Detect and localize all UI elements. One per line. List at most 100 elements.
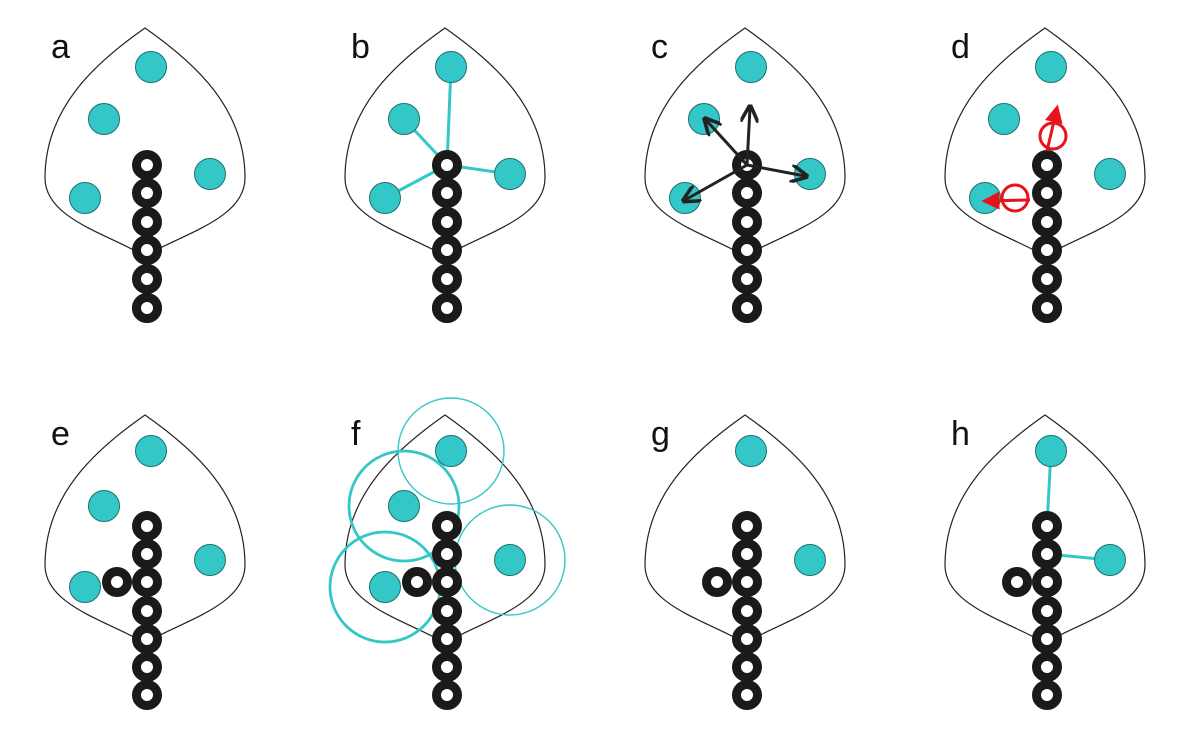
vein-node [732, 178, 762, 208]
vein-node [1002, 567, 1032, 597]
vein-node [1032, 235, 1062, 265]
vein-node [132, 539, 162, 569]
vein-node [702, 567, 732, 597]
attractor-point [735, 435, 767, 467]
vein-node [432, 680, 462, 710]
attractor-point [69, 571, 101, 603]
panel-label: e [51, 415, 70, 453]
vein-node [432, 539, 462, 569]
vein-node [1032, 178, 1062, 208]
panel-d: d [944, 27, 1146, 323]
vein-node [102, 567, 132, 597]
panel-label: g [651, 415, 670, 453]
vein-node [132, 624, 162, 654]
vein-node [432, 150, 462, 180]
vein-node [132, 596, 162, 626]
vein-node [1032, 207, 1062, 237]
attractor-point [135, 51, 167, 83]
vein-node [732, 264, 762, 294]
panel-label: h [951, 415, 970, 453]
panel-b: b [344, 27, 546, 323]
attractor-point [388, 490, 420, 522]
vein-node [732, 652, 762, 682]
attractor-point [435, 51, 467, 83]
vein-node [432, 624, 462, 654]
panel-f: f [328, 397, 566, 710]
direction-arrow [685, 163, 748, 200]
attractor-point [1035, 51, 1067, 83]
vein-node [132, 567, 162, 597]
vein-node [432, 235, 462, 265]
vein-node [132, 680, 162, 710]
direction-arrow [746, 163, 805, 176]
attractor-point [494, 544, 526, 576]
panel-label: f [351, 415, 361, 453]
direction-arrow [706, 120, 749, 167]
vein-node [732, 235, 762, 265]
attractor-point [988, 103, 1020, 135]
panel-label: c [651, 28, 668, 66]
vein-node [1032, 293, 1062, 323]
vein-node [1032, 652, 1062, 682]
vein-node [432, 264, 462, 294]
attractor-point [1035, 435, 1067, 467]
attractor-point [88, 490, 120, 522]
vein-node [432, 652, 462, 682]
attractor-point [369, 182, 401, 214]
attractor-point [794, 544, 826, 576]
vein-node [432, 567, 462, 597]
direction-arrow [747, 108, 750, 166]
association-line [445, 66, 453, 166]
vein-node [732, 596, 762, 626]
new-node-vector [1044, 104, 1063, 152]
new-node-marker [1000, 183, 1030, 213]
attractor-point [1094, 544, 1126, 576]
panel-label: d [951, 28, 970, 66]
vein-node [432, 596, 462, 626]
attractor-point [135, 435, 167, 467]
vein-node [1032, 264, 1062, 294]
kill-zone-circle [347, 449, 461, 563]
attractor-point [388, 103, 420, 135]
attractor-point [69, 182, 101, 214]
vein-node [1032, 596, 1062, 626]
new-node-vector [981, 191, 1031, 210]
vein-node [432, 207, 462, 237]
vein-node [432, 511, 462, 541]
attractor-point [1094, 158, 1126, 190]
vein-node [132, 293, 162, 323]
vein-node [732, 539, 762, 569]
vein-node [732, 680, 762, 710]
vein-node [1032, 511, 1062, 541]
vein-node [132, 264, 162, 294]
panel-a: a [44, 27, 246, 323]
vein-node [732, 567, 762, 597]
vein-node [132, 207, 162, 237]
attractor-point [88, 103, 120, 135]
attractor-point [735, 51, 767, 83]
attractor-point [369, 571, 401, 603]
panel-e: e [44, 414, 246, 710]
vein-node [1032, 150, 1062, 180]
attractor-point [969, 182, 1001, 214]
vein-node [132, 150, 162, 180]
attractor-point [194, 544, 226, 576]
vein-node [432, 178, 462, 208]
panel-label: a [51, 28, 70, 66]
vein-node [132, 511, 162, 541]
attractor-point [669, 182, 701, 214]
vein-node [1032, 567, 1062, 597]
vein-node [1032, 680, 1062, 710]
vein-node [732, 511, 762, 541]
panel-label: b [351, 28, 370, 66]
attractor-point [494, 158, 526, 190]
panel-c: c [644, 27, 846, 323]
attractor-point [194, 158, 226, 190]
vein-node [1032, 624, 1062, 654]
vein-node [132, 652, 162, 682]
vein-node [402, 567, 432, 597]
vein-node [432, 293, 462, 323]
vein-node [132, 235, 162, 265]
vein-node [732, 293, 762, 323]
